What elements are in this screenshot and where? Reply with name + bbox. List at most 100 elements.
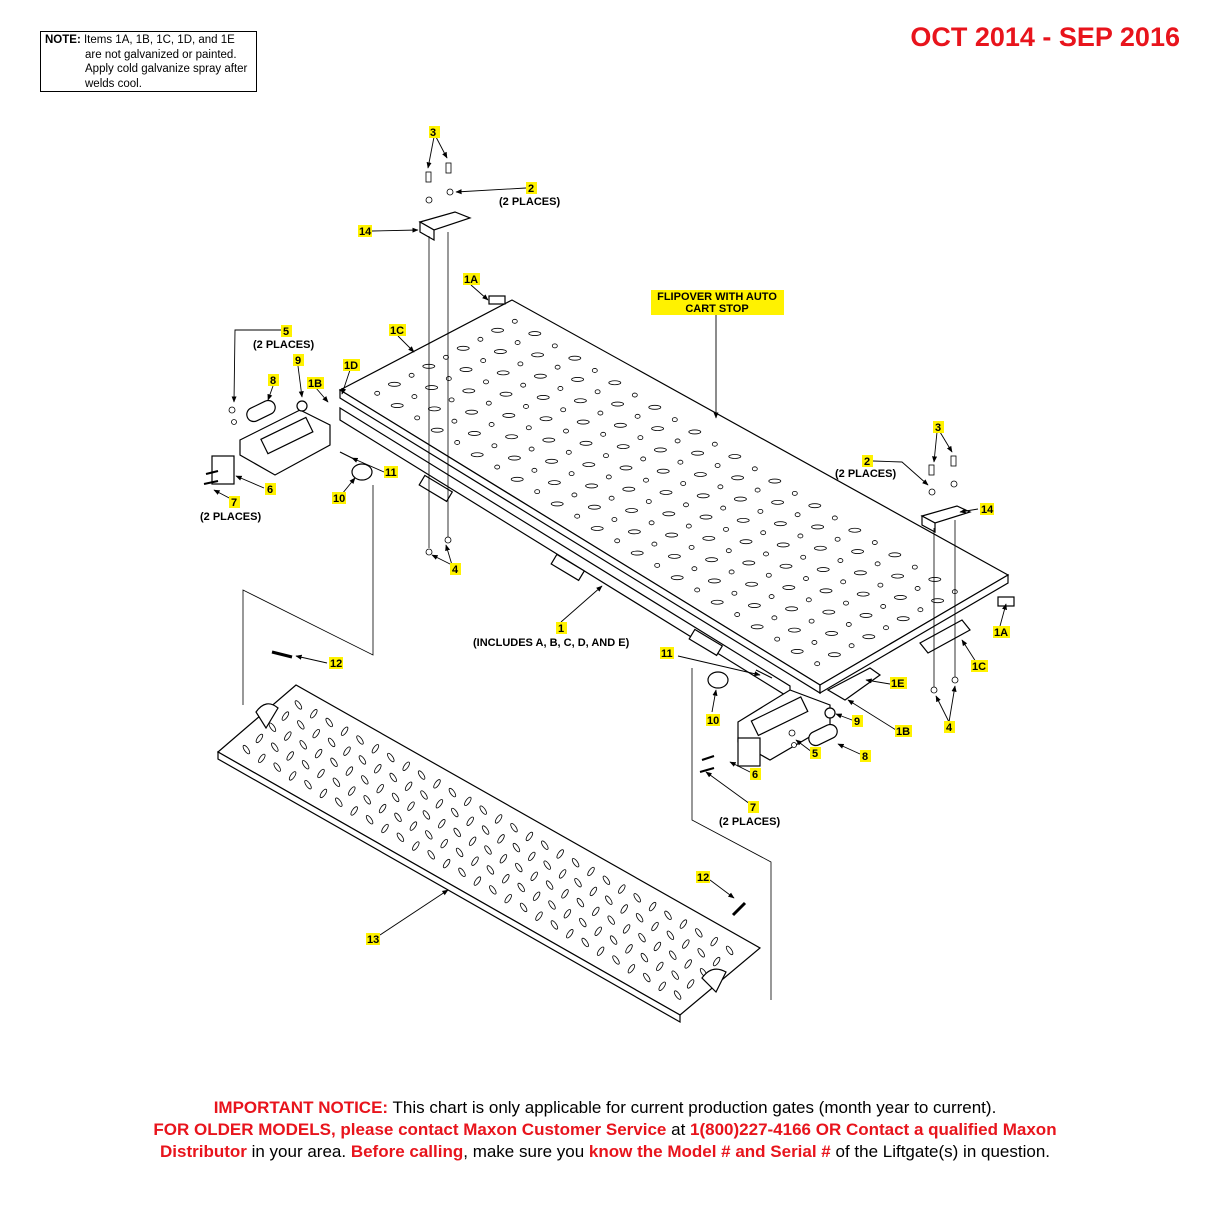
callout-10-right: 10 [706,714,720,727]
tread-mark [335,797,343,807]
tread-mark [645,499,652,504]
tread-mark [808,503,822,509]
tread-mark [671,417,678,423]
tread-mark [481,825,490,835]
tread-mark [408,372,415,378]
tread-mark [602,875,611,885]
tread-mark [576,897,585,908]
callout-7-left-note: (2 PLACES) [200,511,261,523]
notice-in-area: in your area. [246,1142,351,1161]
tread-mark [608,380,622,386]
tread-mark [699,514,713,520]
svg-text:10: 10 [707,715,719,727]
tread-mark [794,512,801,518]
pin-12-right [731,901,747,917]
tread-mark [470,452,484,458]
tread-mark [603,453,609,459]
callout-13: 13 [366,933,380,946]
tread-mark [314,748,323,759]
tread-mark [691,450,704,456]
tread-mark [702,535,716,541]
tread-mark [760,530,767,536]
tread-mark [659,490,673,495]
tread-mark [422,810,431,820]
tread-mark [670,575,684,581]
tread-mark [356,735,364,745]
fasteners [203,162,959,773]
tread-mark [728,454,742,459]
leader-lines [213,136,1007,936]
tread-mark [286,751,294,761]
diagram-title: FLIPOVER WITH AUTO CART STOP [651,290,784,315]
tread-mark [814,545,827,551]
tread-mark [381,823,389,834]
tread-mark [414,415,421,421]
tread-mark [664,910,672,920]
tread-mark [471,856,479,866]
tread-mark [877,582,884,588]
tread-mark [473,876,482,886]
tread-mark [734,496,747,502]
tread-mark [534,489,541,495]
tread-mark [891,573,904,579]
tread-mark [468,836,477,846]
tread-mark [288,771,297,781]
tread-mark [656,961,664,972]
tread-mark [541,840,549,850]
tread-mark [451,418,458,424]
tread-mark [348,786,356,796]
tread-mark [814,661,821,667]
tread-mark [554,364,561,370]
callout-2-right: 2 [862,455,873,468]
tread-mark [611,401,624,407]
tread-mark [531,352,544,358]
svg-text:1C: 1C [972,661,986,673]
tread-mark [731,475,744,481]
tread-mark [931,598,944,604]
tread-mark [880,604,887,609]
tread-mark [688,544,695,550]
tread-mark [579,917,587,928]
tread-mark [751,466,758,472]
svg-text:9: 9 [295,355,301,367]
tread-mark [539,416,553,422]
tread-mark [387,752,395,763]
tread-mark [680,481,687,486]
tread-mark [634,413,641,419]
diagram-title-line2: CART STOP [685,303,748,315]
tread-mark [635,913,644,923]
tread-mark [565,449,572,455]
tread-mark [894,595,907,600]
tread-mark [627,964,636,974]
tread-mark [640,456,647,462]
callout-1c-left: 1C [389,324,406,337]
tread-mark [508,455,521,461]
tread-mark [888,552,902,558]
tread-mark [638,933,646,943]
tread-mark [834,536,841,542]
svg-text:1A: 1A [994,627,1008,639]
callout-1b-right: 1B [895,725,912,738]
tread-mark [666,930,675,940]
tread-mark [445,376,452,381]
svg-text:6: 6 [752,769,758,781]
tread-mark [345,766,354,776]
exploded-parts-diagram: 3 2 (2 PLACES) 14 1A 1C 5 (2 PLACES) 9 8… [200,126,1015,1024]
tread-mark [411,394,418,399]
tread-mark [685,523,692,529]
callout-4-right: 4 [944,721,955,734]
tread-mark [694,587,701,593]
tread-mark [294,700,303,710]
tread-mark [510,823,518,833]
date-range-title: OCT 2014 - SEP 2016 [910,22,1180,52]
important-notice: IMPORTANT NOTICE: This chart is only app… [0,1097,1210,1163]
svg-text:4: 4 [946,722,953,734]
tread-mark [750,624,764,630]
tread-mark [532,891,541,901]
tread-mark [304,780,312,790]
callout-3-top: 3 [429,126,440,139]
tread-mark [571,858,580,868]
tread-mark [859,613,873,618]
tread-mark [390,403,404,408]
svg-text:11: 11 [385,467,397,479]
